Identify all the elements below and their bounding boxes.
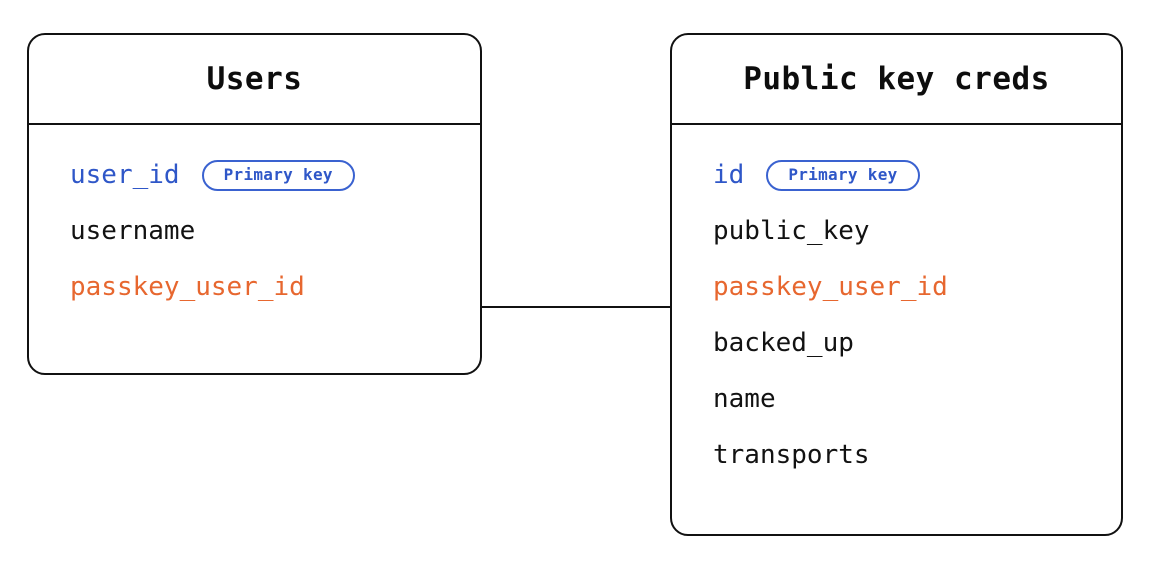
field-row[interactable]: public_key — [672, 203, 1121, 259]
field-name: passkey_user_id — [70, 272, 305, 302]
primary-key-badge-label: Primary key — [788, 165, 898, 184]
field-row[interactable]: passkey_user_id — [29, 259, 480, 315]
field-row[interactable]: passkey_user_id — [672, 259, 1121, 315]
entity-title: Users — [206, 60, 303, 97]
field-row[interactable]: name — [672, 371, 1121, 427]
entity-header: Users — [29, 35, 480, 125]
entity-field-list: user_id Primary key username passkey_user_i… — [29, 125, 480, 335]
field-name: name — [713, 384, 776, 414]
primary-key-badge-label: Primary key — [223, 165, 333, 184]
field-name: backed_up — [713, 328, 854, 358]
field-name: username — [70, 216, 196, 246]
field-row[interactable]: backed_up — [672, 315, 1121, 371]
field-row[interactable]: id Primary key — [672, 147, 1121, 203]
relationship-connector — [481, 306, 671, 308]
field-name: id — [713, 160, 745, 190]
field-row[interactable]: transports — [672, 427, 1121, 483]
field-row[interactable]: username — [29, 203, 480, 259]
field-name: public_key — [713, 216, 870, 246]
field-name: passkey_user_id — [713, 272, 948, 302]
primary-key-badge: Primary key — [201, 159, 355, 191]
field-row[interactable]: user_id Primary key — [29, 147, 480, 203]
field-name: transports — [713, 440, 870, 470]
entity-header: Public key creds — [672, 35, 1121, 125]
entity-title: Public key creds — [743, 60, 1050, 97]
primary-key-badge: Primary key — [766, 159, 920, 191]
field-name: user_id — [70, 160, 180, 190]
entity-box-users[interactable]: Users user_id Primary key username passkey_u… — [27, 33, 482, 375]
